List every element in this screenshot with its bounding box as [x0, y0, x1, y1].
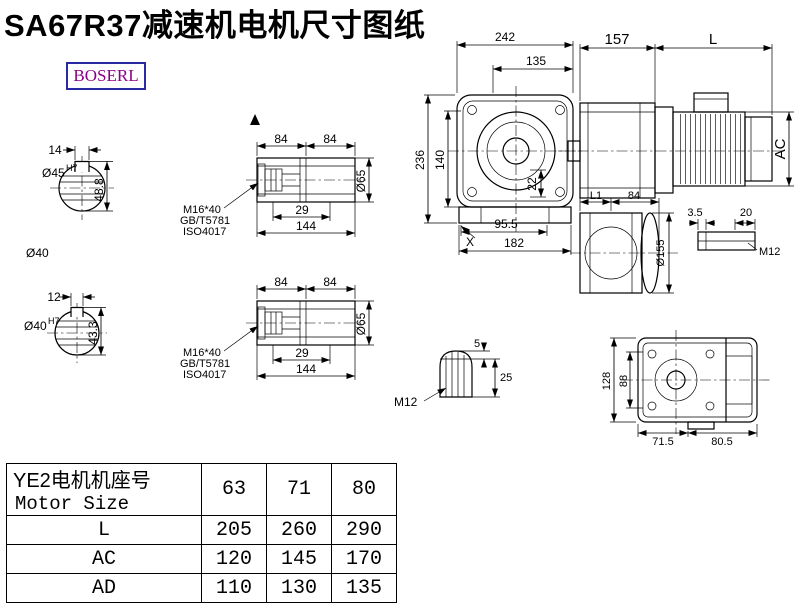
thread-label-shaft-end: M12 — [394, 395, 418, 409]
flange-face — [640, 212, 660, 294]
label-bolt-2: M16*40 — [183, 347, 221, 359]
label-bore-2: Ø40 — [24, 319, 47, 333]
dim-plate: 20 — [740, 207, 752, 219]
gearmotor-side-view: 157 L AC — [558, 31, 794, 199]
dim-hole-span-b: 80.5 — [711, 436, 732, 448]
table-row-L: L 205 260 290 — [6, 515, 397, 545]
output-flange-view: L1 84 Ø155 3.5 20 M12 — [570, 190, 780, 294]
dim-base-width: 182 — [504, 236, 524, 250]
label-bolt-std2-1: ISO4017 — [183, 226, 226, 238]
dim-gear-length: 157 — [604, 31, 629, 48]
table-row-AD: AD 110 130 135 — [6, 573, 397, 603]
label-outer-dia-1: Ø40 — [26, 246, 49, 260]
shaft-section-view-2: 12 Ø40 H7 43.3 — [24, 290, 107, 363]
technical-drawing: 14 Ø45 H7 48.8 Ø40 12 Ø40 H7 43.3 — [24, 30, 794, 448]
dim-foot: 22 — [525, 177, 539, 191]
terminal-box — [693, 92, 729, 113]
frame-size-71: 71 — [266, 463, 332, 516]
datum-mark-label: X — [466, 235, 474, 249]
dim-motor-length: L — [709, 31, 717, 48]
hollow-shaft-view-1: 84 84 M16*40 GB/T5781 ISO4017 29 144 Ø65 — [180, 132, 374, 238]
label-bore-tolerance-1: H7 — [66, 163, 78, 173]
motor-fins — [676, 114, 742, 184]
table-header-row: YE2电机机座号 Motor Size 63 71 80 — [6, 463, 397, 516]
motor-size-header-cell: YE2电机机座号 Motor Size — [6, 463, 202, 516]
value-AC-80: 170 — [331, 544, 397, 574]
value-L-63: 205 — [201, 515, 267, 545]
value-AD-71: 130 — [266, 573, 332, 603]
dim-bolt-len-1: 29 — [295, 203, 309, 217]
value-AC-63: 120 — [201, 544, 267, 574]
dim-keyway-width-1: 14 — [48, 143, 62, 157]
dim-center-height: 140 — [433, 150, 447, 170]
fan-cover — [744, 116, 773, 182]
table-row-AC: AC 120 145 170 — [6, 544, 397, 574]
label-bolt-std2-2: ISO4017 — [183, 369, 226, 381]
dim-width-to-flange: 135 — [526, 54, 546, 68]
dim-shaft-end-length: 25 — [500, 372, 512, 384]
dim-dia-2: Ø65 — [354, 312, 368, 335]
motor-size-label-en: Motor Size — [15, 493, 130, 515]
label-bolt-1: M16*40 — [183, 204, 221, 216]
label-bore-1: Ø45 — [42, 166, 65, 180]
dim-bottom-length: 128 — [601, 372, 613, 390]
row-label-AC: AC — [6, 544, 202, 574]
frame-size-80: 80 — [331, 463, 397, 516]
dim-motor-dia: AC — [772, 138, 789, 159]
row-label-L: L — [6, 515, 202, 545]
dim-dia-1: Ø65 — [354, 169, 368, 192]
motor-size-label-cn: YE2电机机座号 — [13, 470, 151, 492]
dim-seg-b-2: 84 — [323, 275, 337, 289]
dim-seg-a-2: 84 — [274, 275, 288, 289]
gearbox-front-view: 242 135 236 140 22 95.5 X 182 — [413, 30, 584, 255]
dim-total-len-2: 144 — [296, 362, 316, 376]
shaft-end-view: 5 25 M12 — [394, 338, 512, 409]
dim-l1: L1 — [590, 190, 602, 202]
dim-seg-b-1: 84 — [323, 132, 337, 146]
value-AD-80: 135 — [331, 573, 397, 603]
gearbox-bottom-view: 128 88 71.5 80.5 — [601, 330, 770, 448]
dim-keyway-height-2: 43.3 — [86, 321, 100, 345]
brand-logo: BOSERL — [66, 62, 146, 90]
row-label-AD: AD — [6, 573, 202, 603]
hollow-shaft-view-2: 84 84 M16*40 GB/T5781 ISO4017 29 144 Ø65 — [180, 275, 374, 381]
dim-hole-span-a: 71.5 — [652, 436, 673, 448]
shaft-section-view-1: 14 Ø45 H7 48.8 Ø40 — [26, 143, 114, 260]
value-AC-71: 145 — [266, 544, 332, 574]
output-bore-circle — [476, 111, 556, 191]
motor-dimension-table: YE2电机机座号 Motor Size 63 71 80 L 205 260 2… — [6, 463, 397, 603]
dim-seg-a-1: 84 — [274, 132, 288, 146]
dim-foot-span: 95.5 — [494, 217, 518, 231]
dim-total-len-1: 144 — [296, 219, 316, 233]
dim-84: 84 — [628, 190, 640, 202]
label-bolt-std1-2: GB/T5781 — [180, 358, 230, 370]
dim-overall-height: 236 — [413, 150, 427, 170]
page-title: SA67R37减速机电机尺寸图纸 — [4, 8, 426, 43]
surface-mark — [250, 114, 260, 125]
dim-bolt-len-2: 29 — [295, 346, 309, 360]
dim-flange-dia: Ø155 — [655, 240, 667, 267]
dim-bottom-width: 88 — [618, 375, 630, 387]
dim-keyway-width-2: 12 — [47, 290, 61, 304]
value-L-80: 290 — [331, 515, 397, 545]
value-L-71: 260 — [266, 515, 332, 545]
dim-plate-thickness: 3.5 — [687, 207, 702, 219]
label-bore-tolerance-2: H7 — [48, 316, 60, 326]
dim-step: 5 — [474, 338, 480, 350]
dim-overall-width: 242 — [495, 30, 515, 44]
value-AD-63: 110 — [201, 573, 267, 603]
dim-keyway-height-1: 48.8 — [92, 178, 106, 202]
label-bolt-std1-1: GB/T5781 — [180, 215, 230, 227]
thread-label-flange: M12 — [759, 246, 780, 258]
frame-size-63: 63 — [201, 463, 267, 516]
